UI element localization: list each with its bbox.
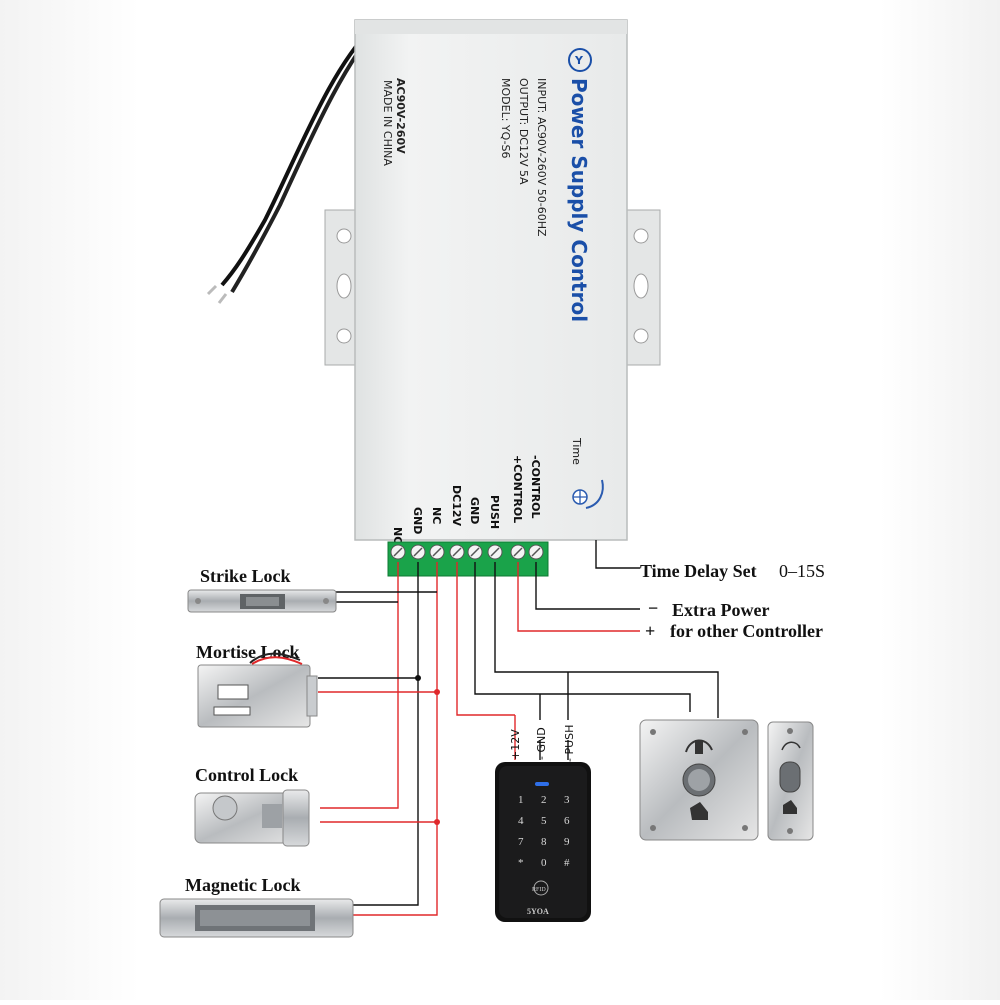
keypad-key: 1 bbox=[518, 794, 524, 806]
extra-power-minus: − bbox=[648, 598, 658, 618]
power-supply-unit: Y Power Supply Control INPUT: AC90V-260V… bbox=[354, 19, 628, 546]
terminal-label: -CONTROL bbox=[529, 455, 542, 519]
screw-slot bbox=[432, 547, 442, 557]
keypad-key: 2 bbox=[541, 794, 547, 806]
time-delay-label: Time Delay Set bbox=[640, 561, 757, 581]
access-keypad-image: 1 2 3 4 5 6 7 8 9 * 0 # RFID 5YOA bbox=[495, 762, 591, 922]
terminal-label: NO bbox=[391, 527, 404, 546]
rfid-label: RFID bbox=[532, 887, 546, 893]
magnetic-lock-image bbox=[159, 898, 354, 938]
keypad-key: 5 bbox=[541, 815, 547, 827]
svg-text:Y: Y bbox=[574, 54, 584, 67]
push-label: - PUSH bbox=[563, 725, 576, 762]
screw-slot bbox=[452, 547, 462, 557]
screw-slot bbox=[513, 547, 523, 557]
screw-slot bbox=[490, 547, 500, 557]
keypad-key: 3 bbox=[564, 794, 570, 806]
psu-made-in: MADE IN CHINA bbox=[381, 80, 394, 166]
psu-title: Power Supply Control bbox=[567, 78, 591, 322]
other-controller-label: for other Controller bbox=[670, 621, 823, 641]
magnetic-lock-label: Magnetic Lock bbox=[185, 875, 300, 895]
terminal-label: GND bbox=[411, 507, 424, 534]
terminal-label: PUSH bbox=[488, 495, 501, 529]
exit-button-square-image bbox=[639, 719, 759, 841]
screw-slot bbox=[413, 547, 423, 557]
keypad-key: 6 bbox=[564, 815, 570, 827]
screw-slot bbox=[531, 547, 541, 557]
gnd-label: - GND bbox=[535, 727, 548, 760]
exit-button-narrow-image bbox=[767, 721, 814, 841]
time-label: Time bbox=[570, 437, 583, 465]
keypad-key: 4 bbox=[518, 815, 524, 827]
strike-lock-image bbox=[187, 589, 337, 613]
control-lock-label: Control Lock bbox=[195, 765, 298, 785]
terminal-label: +CONTROL bbox=[511, 455, 524, 523]
keypad-key: # bbox=[564, 857, 570, 869]
terminal-label: GND bbox=[468, 497, 481, 524]
screw-slot bbox=[393, 547, 403, 557]
psu-output-spec: OUTPUT: DC12V 5A bbox=[517, 78, 530, 185]
mortise-lock-image bbox=[197, 652, 318, 728]
keypad-keys: 1 2 3 4 5 6 7 8 9 * 0 # bbox=[518, 794, 570, 869]
ac-power-cable bbox=[206, 20, 384, 304]
terminal-labels: NO GND NC DC12V GND PUSH +CONTROL -CONTROL bbox=[391, 455, 542, 546]
strike-lock-label: Strike Lock bbox=[200, 566, 291, 586]
keypad-key: 7 bbox=[518, 836, 524, 848]
screw-slot bbox=[470, 547, 480, 557]
psu-model: MODEL: YQ-S6 bbox=[499, 78, 512, 159]
psu-input-spec: INPUT: AC90V-260V 50-60HZ bbox=[535, 78, 548, 237]
extra-power-plus: + bbox=[645, 621, 655, 641]
keypad-brand: 5YOA bbox=[527, 907, 549, 916]
terminal-label: NC bbox=[430, 507, 443, 524]
keypad-key: * bbox=[518, 857, 524, 869]
terminal-label: DC12V bbox=[450, 485, 463, 527]
terminal-block bbox=[387, 541, 549, 577]
keypad-key: 9 bbox=[564, 836, 570, 848]
mounting-bracket-right bbox=[621, 209, 661, 366]
plus-12v-label: +12V bbox=[509, 729, 522, 760]
extra-power-label: Extra Power bbox=[672, 600, 769, 620]
keypad-key: 0 bbox=[541, 857, 547, 869]
brand-logo-icon bbox=[568, 48, 592, 72]
control-lock-image bbox=[194, 789, 310, 847]
psu-ac-rating: AC90V-260V bbox=[394, 78, 407, 154]
wires bbox=[318, 540, 719, 916]
keypad-key: 8 bbox=[541, 836, 547, 848]
time-range-label: 0–15S bbox=[779, 561, 825, 581]
